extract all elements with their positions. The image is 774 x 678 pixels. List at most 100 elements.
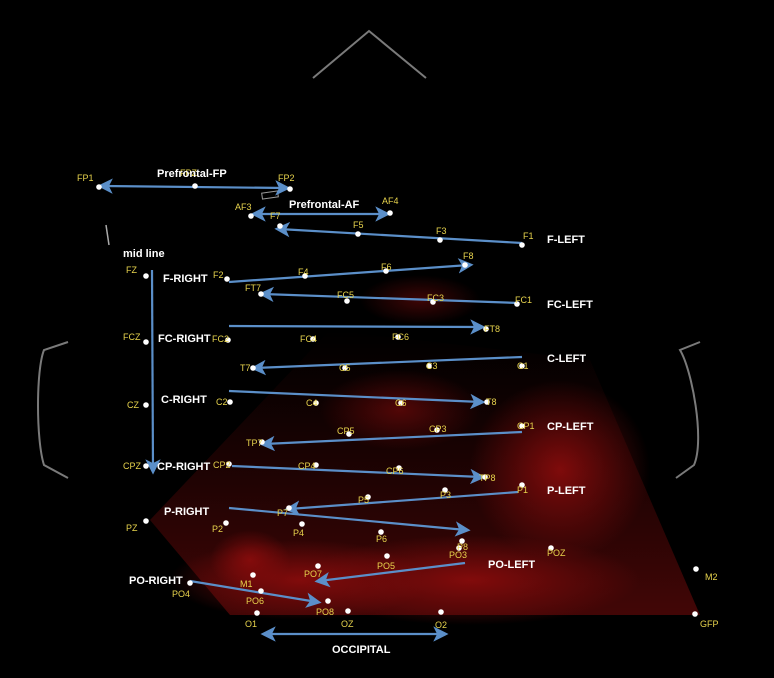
electrode-label-c2: C2	[216, 397, 228, 407]
montage-arrow-7	[250, 355, 523, 376]
electrode-dot-fc1	[514, 301, 520, 307]
electrode-label-po5: PO5	[377, 561, 395, 571]
electrode-label-poz: POZ	[547, 548, 566, 558]
electrode-dot-fc6	[395, 334, 401, 340]
electrode-label-f6: F6	[381, 262, 392, 272]
electrode-label-cpz: CPZ	[123, 461, 142, 471]
electrode-label-pz: PZ	[126, 523, 138, 533]
montage-arrow-12	[228, 506, 471, 537]
heatmap	[150, 275, 700, 625]
electrode-label-cp5: CP5	[337, 426, 355, 436]
electrode-dot-tp8	[482, 474, 488, 480]
electrode-dot-p7	[286, 505, 292, 511]
electrode-dot-c4	[313, 400, 319, 406]
electrode-dot-f7	[277, 223, 283, 229]
group-label-po-left: PO-LEFT	[488, 559, 535, 571]
electrode-dot-cp5	[346, 431, 352, 437]
electrode-dot-c1	[519, 363, 525, 369]
montage-arrow-11	[284, 490, 519, 516]
electrode-label-fcz: FCZ	[123, 332, 141, 342]
electrode-label-po8: PO8	[316, 607, 334, 617]
group-label-prefrontal-af: Prefrontal-AF	[289, 199, 360, 211]
electrode-dot-f1	[519, 242, 525, 248]
electrode-dot-cp4	[313, 462, 319, 468]
electrode-label-po6: PO6	[246, 596, 264, 606]
montage-arrow-14	[189, 579, 322, 608]
electrode-dot-t8	[484, 399, 490, 405]
electrode-label-fc3: FC3	[427, 293, 444, 303]
electrode-dots	[96, 183, 699, 617]
electrode-dot-af4	[387, 210, 393, 216]
electrode-dot-c6	[398, 400, 404, 406]
electrode-dot-fp2	[287, 186, 293, 192]
electrode-label-tp7: TP7	[246, 438, 263, 448]
electrode-dot-p1	[519, 482, 525, 488]
electrode-dot-p4	[299, 521, 305, 527]
electrode-dot-p8	[459, 538, 465, 544]
group-label-c-left: C-LEFT	[547, 353, 586, 365]
electrode-label-cp3: CP3	[429, 424, 447, 434]
montage-arrow-10	[231, 464, 486, 485]
electrode-dot-po6	[258, 588, 264, 594]
electrode-dot-po5	[384, 553, 390, 559]
electrode-label-af4: AF4	[382, 196, 399, 206]
electrode-dot-f2	[224, 276, 230, 282]
electrode-dot-af3	[248, 213, 254, 219]
electrode-label-fp1: FP1	[77, 173, 94, 183]
electrode-dot-p2	[223, 520, 229, 526]
electrode-label-c6: C6	[395, 398, 407, 408]
electrode-dot-poz	[548, 545, 554, 551]
electrode-dot-oz	[345, 608, 351, 614]
electrode-label-f7: F7	[270, 211, 281, 221]
electrode-dot-cp3	[434, 427, 440, 433]
electrode-dot-cz	[143, 402, 149, 408]
electrode-label-fc2: FC2	[212, 334, 229, 344]
electrode-dot-c3	[426, 363, 432, 369]
montage-arrow-13	[314, 561, 466, 588]
electrode-label-f1: F1	[523, 231, 534, 241]
electrode-label-p6: P6	[376, 534, 387, 544]
electrode-dot-o1	[254, 610, 260, 616]
electrode-label-cp2: CP2	[213, 460, 231, 470]
electrode-label-m2: M2	[705, 572, 718, 582]
electrode-dot-fpz	[192, 183, 198, 189]
electrode-dot-fz	[143, 273, 149, 279]
electrode-label-af3: AF3	[235, 202, 252, 212]
electrode-dot-po8	[325, 598, 331, 604]
montage-arrow-2	[274, 221, 523, 245]
montage-arrows	[97, 178, 523, 642]
group-label-cp-left: CP-LEFT	[547, 421, 594, 433]
electrode-label-f5: F5	[353, 220, 364, 230]
electrode-dot-fcz	[143, 339, 149, 345]
electrode-label-m1: M1	[240, 579, 253, 589]
electrode-label-ft7: FT7	[245, 283, 261, 293]
electrode-dot-ft8	[483, 326, 489, 332]
electrode-label-p4: P4	[293, 528, 304, 538]
electrode-label-po4: PO4	[172, 589, 190, 599]
electrode-dot-c5	[342, 365, 348, 371]
group-label-midline: mid line	[123, 248, 165, 260]
electrode-label-cz: CZ	[127, 400, 139, 410]
electrode-dot-m1	[250, 572, 256, 578]
electrode-dot-cp2	[226, 461, 232, 467]
electrode-label-fc6: FC6	[392, 332, 409, 342]
group-label-fc-right: FC-RIGHT	[158, 333, 211, 345]
electrode-label-fc1: FC1	[515, 295, 532, 305]
electrode-label-c4: C4	[306, 398, 318, 408]
head-mark	[105, 224, 110, 246]
electrode-dot-cpz	[143, 463, 149, 469]
electrode-label-c3: C3	[426, 361, 438, 371]
electrode-dot-ft7	[258, 291, 264, 297]
group-label-f-right: F-RIGHT	[163, 273, 208, 285]
group-label-cp-right: CP-RIGHT	[157, 461, 210, 473]
electrode-label-fz: FZ	[126, 265, 137, 275]
electrode-dot-p3	[442, 487, 448, 493]
electrode-label-f8: F8	[463, 251, 474, 261]
electrode-label-f4: F4	[298, 267, 309, 277]
montage-arrow-6	[228, 319, 486, 335]
group-label-p-left: P-LEFT	[547, 485, 586, 497]
group-label-occipital: OCCIPITAL	[332, 644, 391, 656]
